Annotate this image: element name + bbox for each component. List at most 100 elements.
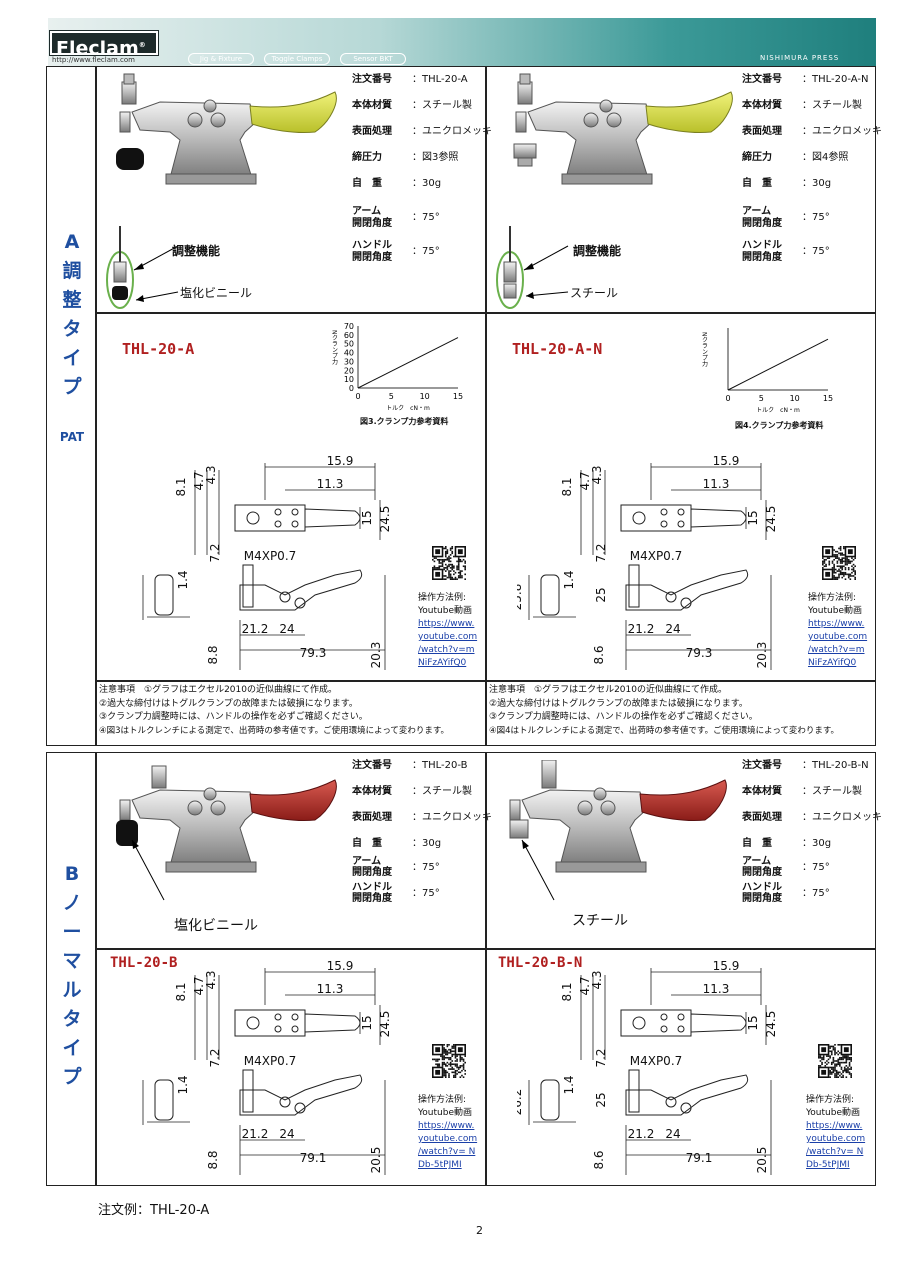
- qr-module: [464, 578, 466, 580]
- youtube-link[interactable]: https://www.: [808, 619, 865, 629]
- qr-module: [438, 560, 441, 563]
- qr-module: [459, 1066, 462, 1069]
- qr-module: [834, 554, 837, 556]
- qr-module: [446, 1065, 449, 1067]
- qr-module: [847, 1055, 849, 1057]
- qr-module: [443, 1052, 445, 1054]
- nav-pill-jig[interactable]: Jig & Fixture: [188, 53, 254, 65]
- dimension-label: 79.3: [686, 646, 713, 660]
- qr-module: [444, 558, 447, 561]
- logo-url[interactable]: http://www.fleclam.com: [52, 56, 135, 64]
- youtube-link[interactable]: Db-5tPJMI: [418, 1160, 462, 1170]
- qr-module: [448, 1068, 450, 1070]
- youtube-link[interactable]: NiFzAYifQ0: [808, 658, 857, 668]
- qr-module: [830, 1071, 833, 1074]
- qr-module: [432, 558, 434, 561]
- qr-module: [443, 1073, 445, 1075]
- qr-module: [843, 1069, 846, 1072]
- qr-module: [436, 1060, 439, 1062]
- qr-module: [441, 1063, 444, 1066]
- qr-module: [453, 1068, 455, 1070]
- youtube-link[interactable]: NiFzAYifQ0: [418, 658, 467, 668]
- qr-module: [454, 1056, 457, 1059]
- qr-module: [841, 576, 844, 579]
- qr-module: [852, 570, 855, 572]
- qr-module: [456, 1055, 458, 1057]
- qr-code-icon[interactable]: [822, 546, 856, 580]
- qr-module: [839, 547, 842, 550]
- dimension-label: 8.1: [560, 982, 574, 1001]
- company-name: NISHIMURA PRESS: [760, 54, 840, 62]
- qr-code-icon[interactable]: [432, 1044, 466, 1078]
- youtube-link[interactable]: /watch?v=m: [418, 645, 475, 655]
- qr-module: [839, 567, 842, 569]
- qr-module: [842, 1056, 844, 1059]
- qr-module: [459, 1060, 462, 1062]
- qr-module: [845, 1056, 848, 1059]
- qr-module: [441, 1065, 444, 1067]
- qr-module: [462, 1060, 465, 1062]
- qr-module: [462, 1063, 465, 1066]
- nav-pill-sensor[interactable]: Sensor BKT: [340, 53, 406, 65]
- qr-module: [840, 1061, 843, 1064]
- qr-module: [443, 1055, 445, 1057]
- qr-module: [834, 1047, 836, 1049]
- qr-module: [453, 555, 455, 558]
- qr-module: [848, 1068, 851, 1070]
- qr-code-icon[interactable]: [432, 546, 466, 580]
- qr-module: [835, 1060, 838, 1062]
- notes-right: 注意事項 ①グラフはエクセル2010の近似曲線にて作成。②過大な締付けはトグルク…: [489, 685, 840, 736]
- qr-module: [459, 1055, 462, 1057]
- qr-module: [435, 567, 437, 569]
- qr-module: [440, 558, 442, 561]
- qr-module: [843, 1068, 846, 1070]
- qr-module: [839, 1065, 841, 1067]
- youtube-link[interactable]: /watch?v=m: [808, 645, 865, 655]
- qr-module: [441, 560, 444, 563]
- youtube-link[interactable]: youtube.com: [418, 1134, 478, 1144]
- qr-module: [837, 1058, 840, 1061]
- dimension-label: 7.2: [208, 1048, 222, 1067]
- qr-module: [845, 1065, 848, 1067]
- qr-module: [453, 1076, 455, 1078]
- qr-module: [832, 1066, 835, 1069]
- qr-finder: [457, 1047, 463, 1053]
- youtube-link[interactable]: https://www.: [418, 1121, 475, 1131]
- qr-module: [836, 562, 839, 564]
- hole: [660, 1025, 668, 1033]
- qr-code-icon[interactable]: [818, 1044, 852, 1078]
- youtube-link[interactable]: https://www.: [806, 1121, 863, 1131]
- youtube-link[interactable]: https://www.: [418, 619, 475, 629]
- dimension-label: 25.8: [517, 584, 524, 611]
- dimension-label: 11.3: [703, 477, 730, 491]
- qr-module: [834, 568, 837, 571]
- qr-module: [449, 1058, 452, 1061]
- qr-module: [829, 1056, 831, 1059]
- youtube-link[interactable]: Db-5tPJMI: [806, 1160, 850, 1170]
- youtube-link[interactable]: /watch?v= N: [806, 1147, 864, 1157]
- qr-module: [827, 1055, 830, 1057]
- qr-module: [443, 1056, 445, 1059]
- qr-module: [842, 1074, 844, 1077]
- dimension-label: 7.2: [594, 1048, 608, 1067]
- dimension-label: 8.8: [206, 1150, 220, 1169]
- qr-module: [847, 1066, 849, 1069]
- qr-module: [449, 1061, 452, 1064]
- qr-module: [449, 1065, 452, 1067]
- qr-module: [453, 1045, 455, 1048]
- qr-module: [448, 557, 450, 559]
- qr-module: [825, 565, 827, 568]
- nav-pill-toggle[interactable]: Toggle Clamps: [264, 53, 330, 65]
- divider: [95, 312, 876, 314]
- qr-module: [457, 567, 460, 569]
- top-view-handle: [304, 508, 361, 528]
- youtube-link[interactable]: youtube.com: [808, 632, 868, 642]
- youtube-link[interactable]: /watch?v= N: [418, 1147, 476, 1157]
- hole: [660, 520, 668, 528]
- qr-module: [462, 558, 465, 561]
- youtube-link[interactable]: youtube.com: [418, 632, 478, 642]
- qr-module: [453, 565, 455, 568]
- model-title-a1: THL-20-A: [122, 340, 195, 358]
- youtube-link[interactable]: youtube.com: [806, 1134, 866, 1144]
- qr-module: [830, 1073, 833, 1075]
